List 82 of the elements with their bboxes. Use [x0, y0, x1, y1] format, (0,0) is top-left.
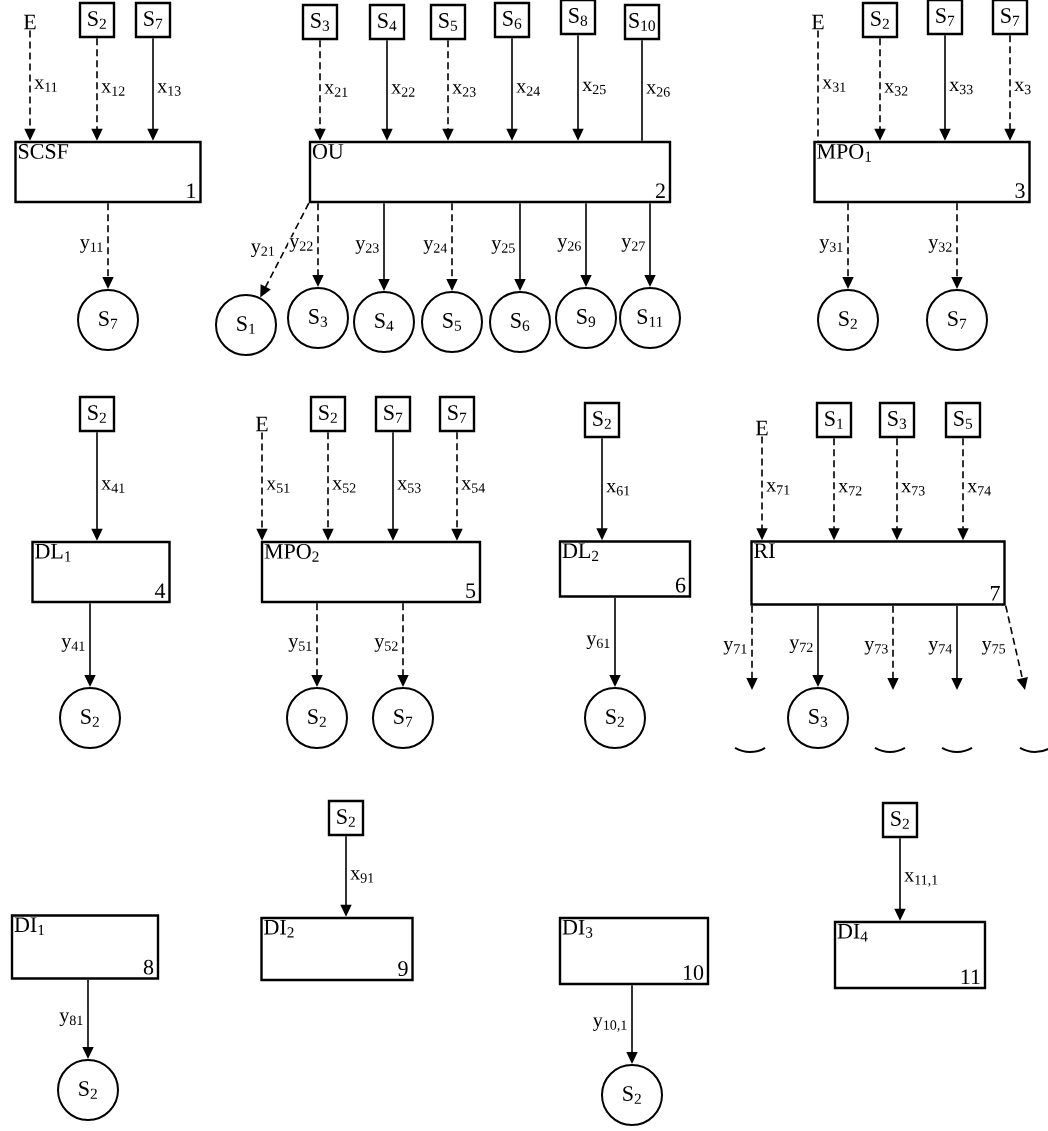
edge-label: y$_{81}$: [58, 1011, 85, 1028]
source-box: S$_{7}$: [991, 0, 1029, 36]
edge-label: x$_{23}$: [451, 83, 478, 98]
signal-label: E: [255, 416, 268, 432]
edge-label: y$_{21}$: [249, 242, 277, 259]
source-box: S$_{1}$: [815, 401, 853, 439]
process-box: RI 7: [750, 540, 1006, 606]
source-box: S$_{2}$: [78, 395, 116, 433]
edge-label: x$_{12}$: [100, 82, 127, 97]
process-box: DL$_{2}$ 6: [558, 540, 692, 598]
edge-label: x$_{51}$: [265, 479, 292, 494]
process-box: DL$_{1}$ 4: [31, 540, 171, 604]
edge-label: y$_{22}$: [288, 237, 315, 253]
edge-label: y$_{72}$: [788, 638, 815, 655]
edge-label: x$_{41}$: [100, 479, 127, 494]
source-box: S$_{4}$: [368, 3, 406, 41]
source-box: S$_{3}$: [878, 401, 916, 439]
source-box: S$_{2}$: [309, 395, 347, 433]
edge-label: x$_{72}$: [837, 482, 864, 497]
edge-label: y$_{41}$: [60, 637, 87, 653]
edge-label: y$_{11}$: [78, 238, 105, 254]
process-box: OU 2: [308, 140, 672, 204]
edge-label: y$_{61}$: [585, 634, 612, 651]
process-box: DI$_{1}$ 8: [10, 914, 160, 980]
edge-label: x$_{31}$: [821, 78, 848, 93]
edge-label: x$_{52}$: [331, 479, 358, 494]
process-box: DI$_{4}$ 11: [833, 920, 987, 990]
edge-label: y$_{74}$: [927, 640, 954, 656]
edge-label: y$_{75}$: [980, 640, 1008, 656]
edge-label: x$_{32}$: [883, 82, 910, 97]
edge-label: y$_{73}$: [863, 640, 890, 656]
signal-label: E: [811, 14, 824, 30]
process-box: MPO$_{1}$ 3: [813, 140, 1031, 204]
edge-label: x$_{73}$: [900, 482, 927, 497]
edge-label: x$_{71}$: [765, 481, 792, 496]
edge-label: y$_{31}$: [818, 238, 845, 254]
signal-label: E: [755, 420, 768, 436]
process-box: DI$_{2}$ 9: [260, 916, 414, 982]
edge-label: y$_{52}$: [373, 637, 400, 653]
edge-label: y$_{10,1}$: [591, 1016, 629, 1033]
source-box: S$_{2}$: [861, 1, 899, 39]
edge-label: x$_{61}$: [605, 482, 632, 497]
source-box: S$_{7}$: [438, 395, 476, 433]
process-box: DI$_{3}$ 10: [558, 916, 710, 986]
source-box: S$_{7}$: [374, 395, 412, 433]
edge-label: x$_{3}$: [1013, 80, 1033, 96]
edge-label: x$_{53}$: [396, 479, 423, 494]
source-box: S$_{2}$: [78, 1, 116, 39]
edge-label: y$_{51}$: [287, 637, 314, 653]
source-box: S$_{2}$: [881, 801, 919, 839]
edge-label: x$_{74}$: [966, 482, 993, 497]
edge-label: x$_{11}$: [33, 78, 60, 93]
edge-label: y$_{25}$: [490, 239, 517, 255]
edge-label: y$_{32}$: [927, 238, 954, 254]
edge-label: x$_{25}$: [581, 80, 608, 96]
source-box: S$_{7}$: [134, 1, 172, 39]
source-box: S$_{5}$: [944, 401, 982, 439]
process-box: MPO$_{2}$ 5: [260, 540, 482, 604]
edge-label: y$_{26}$: [556, 237, 583, 253]
edge-label: x$_{33}$: [948, 80, 975, 96]
edge-label: x$_{54}$: [460, 479, 487, 494]
edge-label: x$_{21}$: [323, 83, 350, 98]
edge-label: x$_{24}$: [515, 82, 542, 97]
edge-label: y$_{23}$: [354, 239, 381, 255]
edge-label: x$_{13}$: [156, 82, 183, 97]
source-box: S$_{3}$: [301, 3, 339, 41]
source-box: S$_{7}$: [926, 0, 964, 36]
edge-label: y$_{27}$: [620, 237, 647, 253]
signal-label: E: [23, 14, 36, 30]
edge-label: x$_{91}$: [349, 869, 376, 884]
source-box: S$_{2}$: [327, 799, 365, 837]
edge-label: x$_{22}$: [390, 83, 417, 98]
source-box: S$_{6}$: [493, 1, 531, 39]
source-box: S$_{5}$: [429, 3, 467, 41]
edge-label: y$_{71}$: [722, 640, 749, 656]
process-box: SCSF 1: [14, 140, 202, 204]
source-box: S$_{8}$: [559, 0, 597, 36]
edge-label: x$_{26}$: [645, 83, 672, 98]
edge-label: x$_{11,1}$: [903, 871, 940, 888]
source-box: S$_{2}$: [583, 401, 621, 439]
source-box: S$_{10}$: [623, 3, 661, 41]
edge-label: y$_{24}$: [422, 239, 449, 255]
